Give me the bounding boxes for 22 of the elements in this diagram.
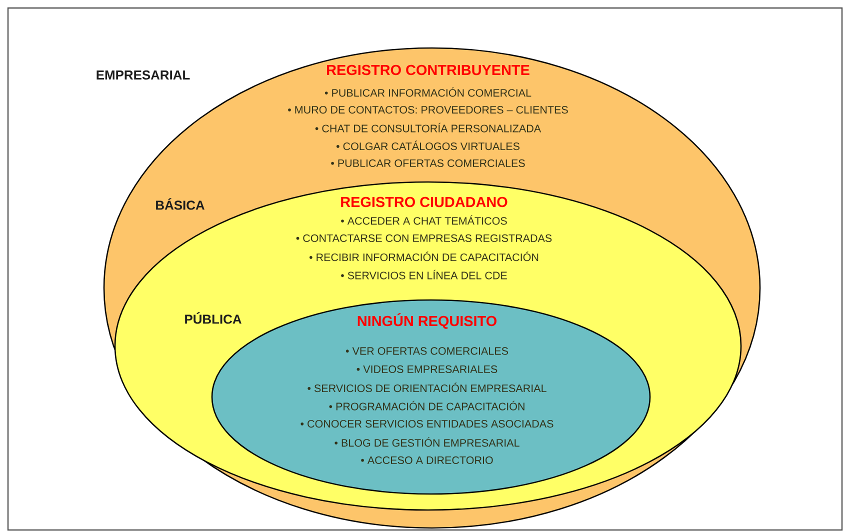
- list-item: • PUBLICAR INFORMACIÓN COMERCIAL: [324, 87, 532, 97]
- list-item: • SERVICIOS DE ORIENTACIÓN EMPRESARIAL: [308, 382, 546, 392]
- heading: REGISTRO CIUDADANO: [341, 196, 508, 208]
- list-item: • CONOCER SERVICIOS ENTIDADES ASOCIADAS: [300, 420, 554, 428]
- level-label: BÁSICA: [156, 198, 204, 210]
- heading: NINGÚN REQUISITO: [358, 313, 496, 329]
- level-label: PÚBLICA: [185, 312, 242, 324]
- list-item: • PUBLICAR OFERTAS COMERCIALES: [331, 159, 525, 167]
- list-item: • VIDEOS EMPRESARIALES: [356, 365, 498, 373]
- list-item: • PROGRAMACIÓN DE CAPACITACIÓN: [329, 400, 524, 410]
- list-item: • SERVICIOS EN LÍNEA DEL CDE: [341, 270, 507, 280]
- list-item: • CHAT DE CONSULTORÍA PERSONALIZADA: [315, 122, 542, 132]
- list-item: • ACCESO A DIRECTORIO: [361, 456, 493, 464]
- list-item: • MURO DE CONTACTOS: PROVEEDORES – CLIENTES: [288, 106, 568, 114]
- list-item: • RECIBIR INFORMACIÓN DE CAPACITACIÓN: [309, 252, 538, 262]
- level-label: EMPRESARIAL: [96, 70, 190, 80]
- list-item: • COLGAR CATÁLOGOS VIRTUALES: [336, 140, 520, 150]
- heading: REGISTRO CONTRIBUYENTE: [327, 64, 530, 76]
- list-item: • CONTACTARSE CON EMPRESAS REGISTRADAS: [296, 234, 552, 242]
- list-item: • VER OFERTAS COMERCIALES: [346, 347, 508, 355]
- list-item: • ACCEDER A CHAT TEMÁTICOS: [341, 215, 507, 225]
- list-item: • BLOG DE GESTIÓN EMPRESARIAL: [334, 437, 520, 447]
